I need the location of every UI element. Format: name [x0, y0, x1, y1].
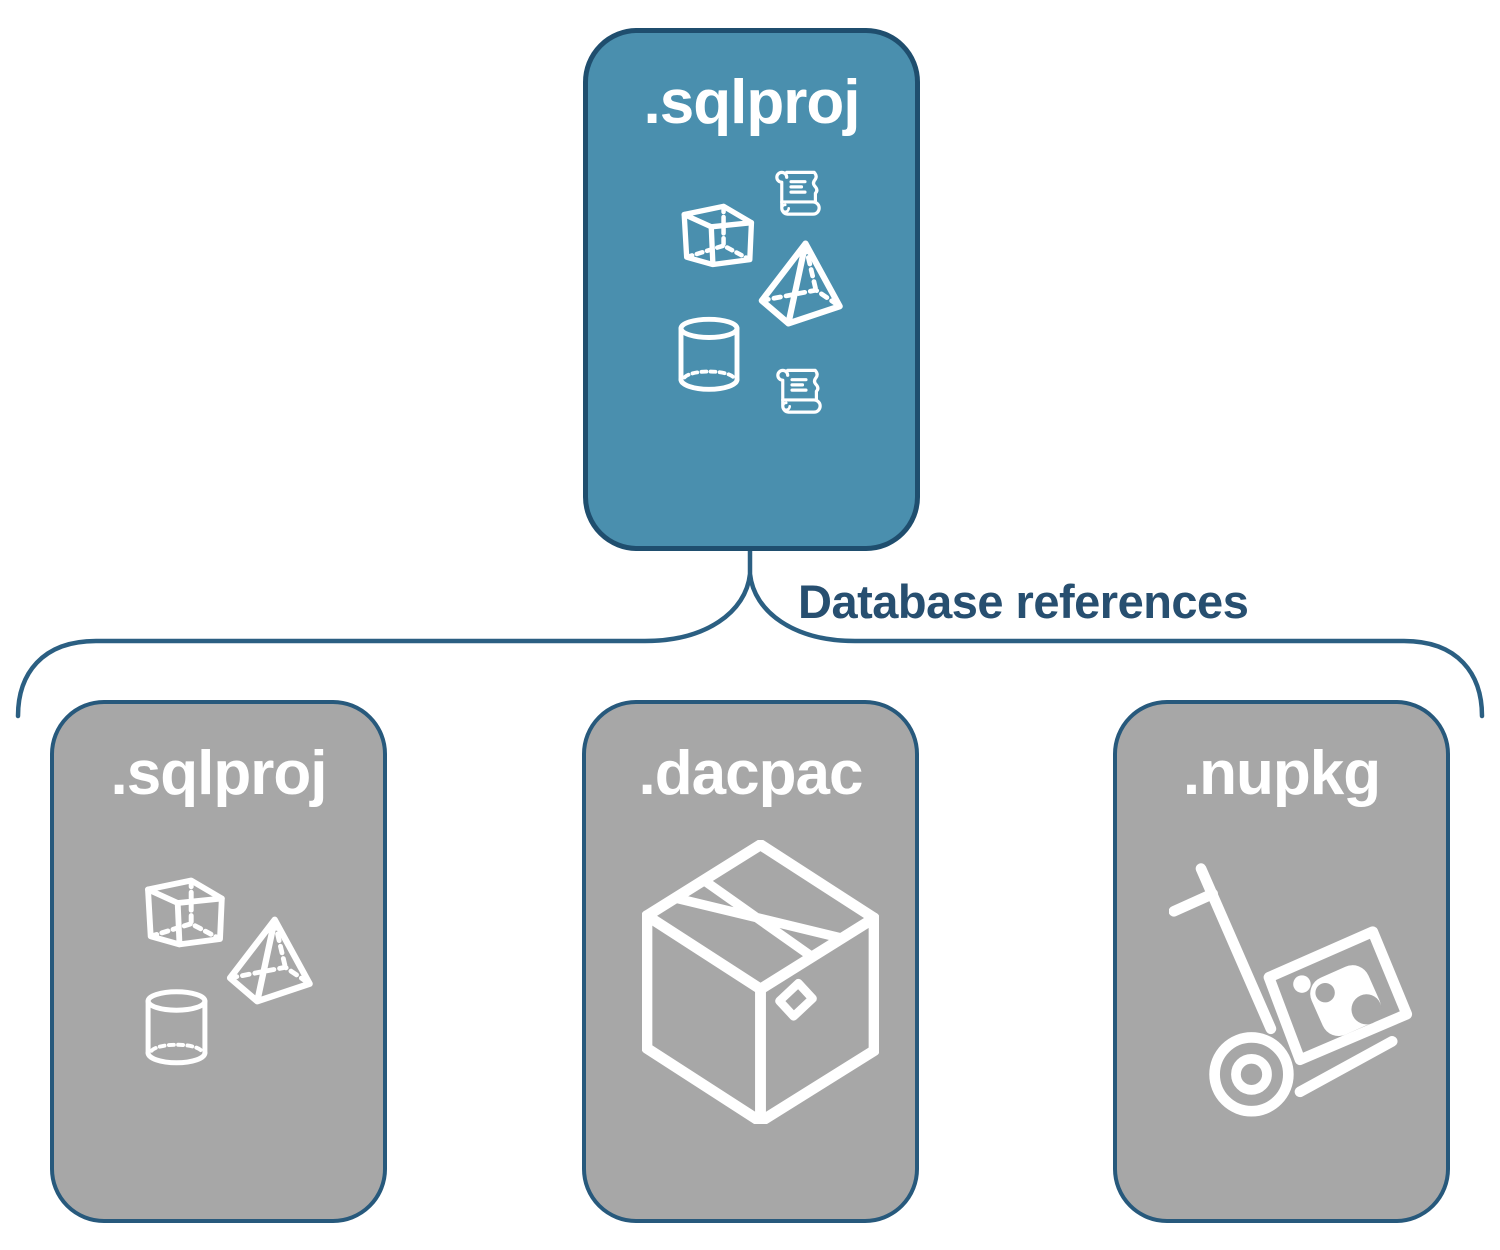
- node-title-sqlproj: .sqlproj: [110, 739, 328, 808]
- cube-icon: [676, 193, 758, 277]
- node-sqlproj-child: .sqlproj: [50, 700, 387, 1223]
- connector-label: Database references: [798, 575, 1249, 628]
- nuget-handtruck-icon: [1169, 846, 1431, 1128]
- node-title-dacpac: .dacpac: [638, 739, 864, 808]
- script-scroll-icon: [770, 363, 828, 423]
- node-nupkg-child: .nupkg: [1113, 700, 1450, 1223]
- pyramid-icon: [210, 912, 320, 1009]
- database-cylinder-icon: [141, 986, 212, 1070]
- cube-icon: [139, 866, 229, 958]
- node-sqlproj-root: .sqlproj: [583, 28, 920, 551]
- pyramid-icon: [741, 236, 851, 331]
- node-dacpac-child: .dacpac: [582, 700, 919, 1223]
- script-scroll-icon: [769, 165, 827, 225]
- database-cylinder-icon: [674, 311, 744, 399]
- package-box-icon: [642, 840, 879, 1124]
- node-title-root: .sqlproj: [643, 68, 861, 137]
- node-title-nupkg: .nupkg: [1182, 739, 1381, 808]
